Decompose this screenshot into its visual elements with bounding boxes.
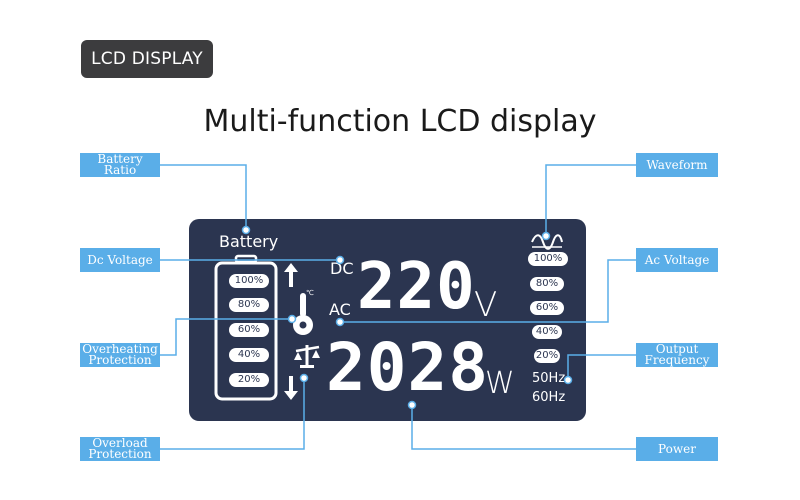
callout-output-frequency: Output Frequency xyxy=(636,343,718,367)
discharging-down-arrow-icon xyxy=(284,376,298,400)
callout-overheating-line1: Overheating xyxy=(82,342,158,356)
frequency-50hz: 50Hz xyxy=(532,371,566,386)
power-unit: W xyxy=(485,366,515,401)
temperature-unit: ℃ xyxy=(306,289,314,297)
thermometer-fan-icon xyxy=(293,293,313,335)
callout-output-frequency-line2: Frequency xyxy=(644,353,710,367)
power-reading: 2028 xyxy=(326,329,489,406)
ac-level-80: 80% xyxy=(530,277,564,291)
callout-overload-line2: Protection xyxy=(88,447,152,461)
callout-power-label: Power xyxy=(658,441,696,456)
lcd-display-tag: LCD DISPLAY xyxy=(81,40,213,78)
sine-waveform-icon xyxy=(531,234,563,250)
callout-overheating-protection: Overheating Protection xyxy=(80,343,160,367)
callout-battery-ratio-label: Battery Ratio xyxy=(97,152,143,177)
ac-level-40: 40% xyxy=(532,325,562,339)
battery-outline-icon xyxy=(214,254,278,401)
callout-overload-protection: Overload Protection xyxy=(80,437,160,461)
battery-level-80: 80% xyxy=(229,298,269,312)
ac-level-60: 60% xyxy=(530,301,564,315)
battery-level-20: 20% xyxy=(229,373,269,387)
callout-dc-voltage: Dc Voltage xyxy=(80,248,160,272)
battery-label: Battery xyxy=(219,232,279,251)
callout-output-frequency-line1: Output xyxy=(655,342,699,356)
voltage-reading: 220 xyxy=(357,250,476,324)
ac-label: AC xyxy=(329,300,351,319)
callout-waveform: Waveform xyxy=(636,153,718,177)
callout-dc-voltage-label: Dc Voltage xyxy=(87,252,153,267)
callout-power: Power xyxy=(636,437,718,461)
callout-overheating-line2: Protection xyxy=(88,353,152,367)
battery-level-60: 60% xyxy=(229,323,269,337)
ac-level-100: 100% xyxy=(528,252,568,266)
page-title: Multi-function LCD display xyxy=(203,104,597,139)
voltage-unit: V xyxy=(474,285,498,325)
callout-waveform-label: Waveform xyxy=(646,157,708,172)
frequency-60hz: 60Hz xyxy=(532,390,566,405)
lcd-panel xyxy=(189,219,586,421)
callout-battery-ratio: Battery Ratio xyxy=(80,153,160,177)
callout-ac-voltage: Ac Voltage xyxy=(636,248,718,272)
battery-level-100: 100% xyxy=(229,274,269,288)
charging-up-arrow-icon xyxy=(284,263,298,287)
callout-ac-voltage-label: Ac Voltage xyxy=(644,252,710,267)
overload-scale-icon xyxy=(294,345,320,368)
ac-level-20: 20% xyxy=(534,349,560,363)
dc-label: DC xyxy=(330,259,354,278)
callout-overload-line1: Overload xyxy=(92,436,148,450)
battery-level-40: 40% xyxy=(229,348,269,362)
